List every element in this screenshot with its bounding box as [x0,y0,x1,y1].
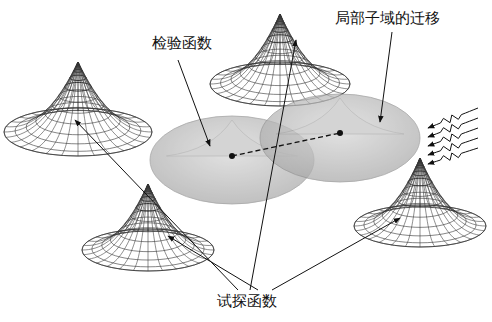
leader-line [250,40,296,290]
leader-line [272,218,400,290]
label-text: 检验函数 [150,34,214,52]
label-text: 局部子域的迁移 [333,9,442,27]
label-text: 试探函数 [215,292,279,310]
leader-line [75,120,238,290]
leader-line [380,32,392,122]
migration-path [232,133,340,156]
trial-function-surface [210,14,350,106]
migration-arrow [428,128,478,146]
leader-line [168,236,258,290]
node-point [337,130,343,136]
leader-line [178,60,210,146]
migration-arrow [428,138,478,155]
trial-function-surface [4,62,152,156]
migration-arrow [428,148,478,164]
node-point [229,153,235,159]
migration-arrow [428,118,478,137]
